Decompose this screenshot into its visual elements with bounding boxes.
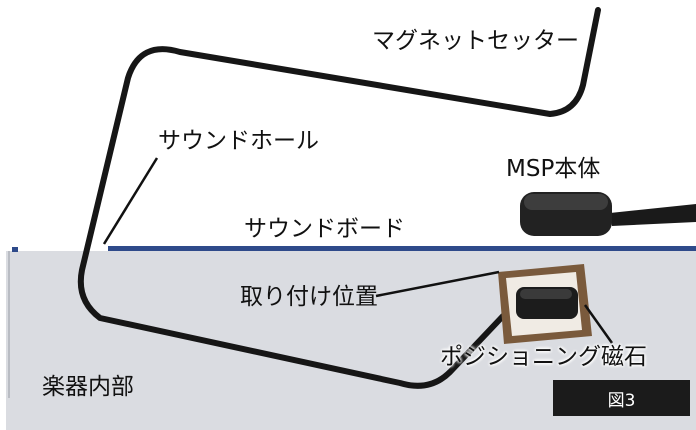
label-sound-board: サウンドボード (244, 216, 405, 242)
label-instrument-interior: 楽器内部 (42, 374, 134, 400)
positioning-magnet-device (498, 264, 592, 344)
figure-tag: 図3 (553, 380, 690, 416)
label-sound-hole: サウンドホール (158, 128, 319, 154)
leader-positioning-magnet (583, 304, 614, 344)
magnet-setter-outline (77, 7, 601, 389)
label-mount-position: 取り付け位置 (240, 284, 378, 310)
label-positioning-magnet: ポジショニング磁石 (440, 344, 647, 370)
sound-board-line (12, 247, 18, 252)
sound-board-line-main (108, 246, 696, 251)
figure-tag-text: 図3 (607, 390, 636, 411)
leader-mount-position (375, 270, 500, 298)
label-msp-body: MSP本体 (506, 156, 601, 182)
leader-sound-hole (102, 157, 159, 245)
msp-body-device (520, 192, 696, 236)
label-magnet-setter: マグネットセッター (372, 28, 579, 54)
